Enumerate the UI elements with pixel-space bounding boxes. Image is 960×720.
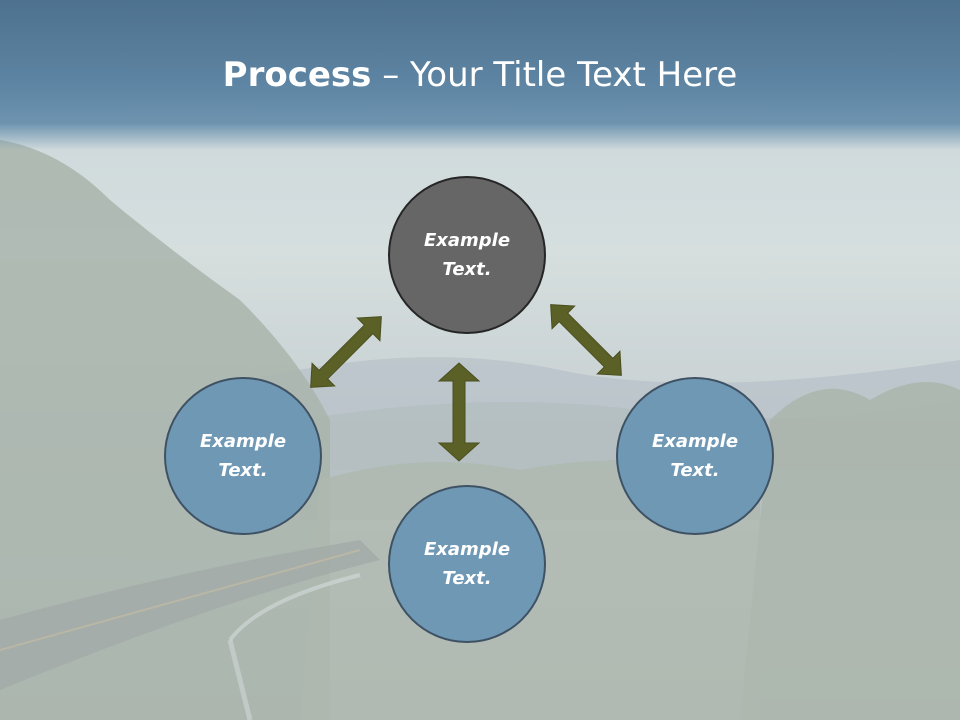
node-bottom-line2: Text. xyxy=(442,568,492,589)
node-left-line1: Example xyxy=(199,431,287,452)
title-separator: – xyxy=(371,55,411,95)
node-right-line1: Example xyxy=(651,431,739,452)
node-top-line1: Example xyxy=(423,230,511,251)
arrow-top-left xyxy=(310,316,382,388)
process-node-left: Example Text. xyxy=(164,377,322,535)
title-rest: Your Title Text Here xyxy=(410,55,738,95)
node-top-line2: Text. xyxy=(442,259,492,280)
arrow-top-right xyxy=(550,304,622,376)
process-node-top: Example Text. xyxy=(388,176,546,334)
title-bold: Process xyxy=(222,55,372,95)
node-right-line2: Text. xyxy=(670,460,720,481)
arrow-vertical xyxy=(437,362,481,462)
process-node-right: Example Text. xyxy=(616,377,774,535)
node-left-line2: Text. xyxy=(218,460,268,481)
title-bar xyxy=(0,0,960,150)
slide-title: Process – Your Title Text Here xyxy=(0,52,960,98)
process-node-bottom: Example Text. xyxy=(388,485,546,643)
node-bottom-line1: Example xyxy=(423,539,511,560)
